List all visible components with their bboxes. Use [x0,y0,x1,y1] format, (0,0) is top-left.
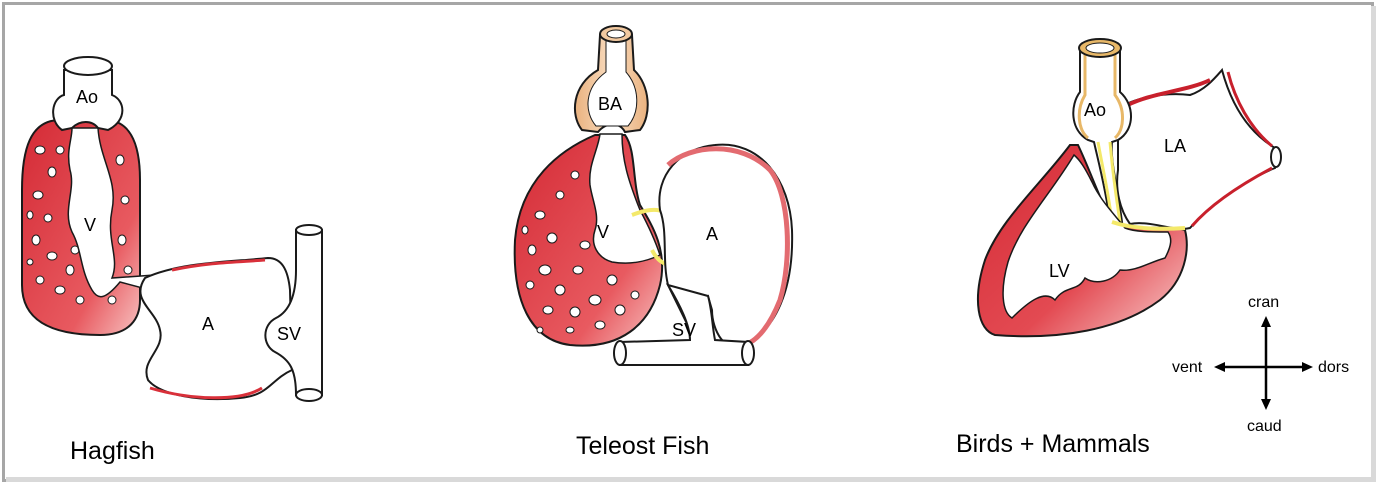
mammal-pulmonary-vein-opening [1271,147,1281,167]
hagfish-vein-opening-bottom [296,389,322,401]
compass-dors-label: dors [1318,359,1349,377]
compass-caud-label: caud [1247,418,1282,436]
teleost-vein-opening-right [742,341,754,365]
orientation-compass [1214,316,1313,410]
mammal-heart [978,39,1281,336]
hagfish-aorta-opening [64,57,112,75]
teleost-ventricle-label: V [597,222,609,242]
compass-cran-label: cran [1248,294,1279,312]
mammal-ventricle-label: LV [1049,261,1070,281]
teleost-bulbus-opening-inner [607,30,625,38]
hagfish-atrium-label: A [202,314,214,334]
mammal-aorta-opening-inner [1086,43,1114,53]
mammal-caption: Birds + Mammals [956,430,1150,459]
hagfish-vein-opening-top [296,225,322,235]
compass-vent-label: vent [1172,359,1202,377]
hagfish-caption: Hagfish [70,437,155,466]
teleost-vein-opening-left [614,341,626,365]
compass-arrow-right [1302,362,1313,372]
compass-arrow-up [1261,316,1271,327]
compass-arrow-down [1261,399,1271,410]
hagfish-ventricle-label: V [84,215,96,235]
hagfish-sinus-label: SV [277,324,301,344]
mammal-left-atrium [1117,70,1275,229]
compass-arrow-left [1214,362,1225,372]
hagfish-heart [22,57,322,401]
teleost-atrium-label: A [706,224,718,244]
teleost-outflow-label: BA [598,94,622,114]
teleost-sinus-label: SV [672,320,696,340]
hagfish-outflow-label: Ao [76,87,98,107]
mammal-atrium-label: LA [1164,136,1186,156]
teleost-caption: Teleost Fish [576,432,709,461]
teleost-heart [515,26,792,365]
mammal-outflow-label: Ao [1084,100,1106,120]
